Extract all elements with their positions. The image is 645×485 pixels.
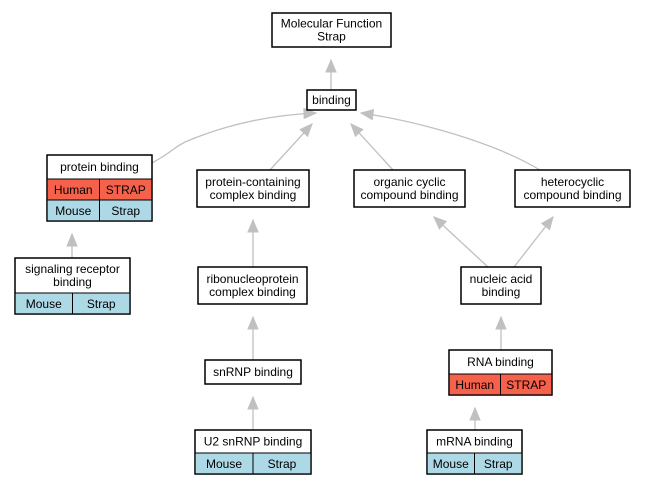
gene-label: Strap — [111, 204, 140, 218]
node-label: protein-containing — [205, 175, 300, 189]
species-label: Mouse — [433, 457, 469, 471]
node-label: U2 snRNP binding — [204, 435, 303, 449]
species-label: Mouse — [206, 457, 242, 471]
gene-label: Strap — [268, 457, 297, 471]
node-border — [196, 169, 310, 208]
node-snrnp-binding: snRNP binding — [204, 359, 302, 385]
node-label: compound binding — [360, 188, 458, 202]
species-label: Human — [54, 183, 93, 197]
node-label: binding — [53, 275, 92, 289]
node-label: complex binding — [210, 188, 297, 202]
node-label: RNA binding — [467, 355, 534, 369]
species-label: Human — [455, 378, 494, 392]
arrowhead-icon — [433, 216, 448, 230]
arrowhead-icon — [540, 215, 554, 231]
node-label: ribonucleoprotein — [206, 272, 298, 286]
node-binding: binding — [306, 89, 357, 111]
node-border — [460, 266, 542, 305]
arrowhead-icon — [325, 58, 337, 73]
gene-label: Strap — [484, 457, 513, 471]
node-border — [271, 12, 392, 48]
gene-label: STRAP — [106, 183, 146, 197]
node-border — [197, 266, 308, 305]
arrowhead-icon — [303, 107, 318, 120]
node-border — [14, 257, 131, 315]
node-border — [426, 429, 523, 475]
gene-label: STRAP — [506, 378, 546, 392]
node-border — [46, 154, 153, 222]
arrowhead-icon — [247, 315, 259, 330]
node-label: binding — [482, 285, 521, 299]
node-border — [448, 349, 553, 396]
node-label: organic cyclic — [373, 175, 445, 189]
node-label: Strap — [317, 30, 346, 44]
node-border — [353, 169, 466, 208]
node-label: complex binding — [209, 285, 296, 299]
node-label: compound binding — [523, 188, 621, 202]
arrowhead-icon — [469, 406, 481, 421]
node-label: nucleic acid — [470, 272, 533, 286]
arrowhead-icon — [495, 315, 507, 330]
node-border — [514, 169, 631, 208]
arrowhead-icon — [299, 123, 313, 138]
arrowhead-icon — [247, 395, 259, 410]
edge-heterocyclic-compound-binding-to-binding — [360, 112, 541, 171]
edges-layer — [66, 58, 554, 430]
node-label: signaling receptor — [25, 262, 120, 276]
node-label: mRNA binding — [436, 435, 513, 449]
arrowhead-icon — [66, 232, 78, 247]
gene-label: Strap — [87, 297, 116, 311]
arrowhead-icon — [359, 109, 375, 121]
node-label: heterocyclic — [541, 175, 604, 189]
node-border — [194, 429, 312, 475]
edge-protein-binding-to-binding — [151, 112, 317, 164]
node-label: snRNP binding — [213, 365, 293, 379]
node-label: protein binding — [60, 160, 139, 174]
species-label: Mouse — [26, 297, 62, 311]
node-label: binding — [312, 93, 351, 107]
node-box — [514, 169, 631, 208]
node-label: Molecular Function — [281, 17, 382, 31]
node-border — [204, 359, 302, 385]
node-border — [306, 89, 357, 111]
arrowhead-icon — [247, 218, 259, 233]
arrowhead-icon — [350, 123, 364, 138]
species-label: Mouse — [55, 204, 91, 218]
